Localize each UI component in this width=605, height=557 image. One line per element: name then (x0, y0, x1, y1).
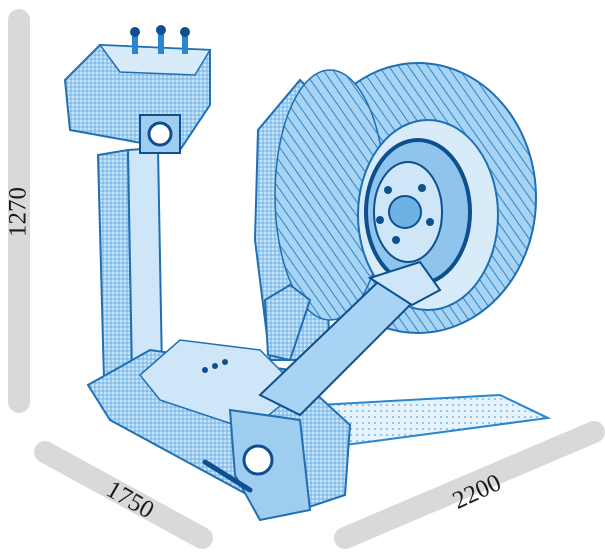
control-console (63, 25, 212, 154)
column (96, 146, 164, 382)
height-dimension-label: 1270 (4, 187, 32, 237)
ramp-plate (316, 393, 552, 447)
truck-tyre-changer-illustration (63, 25, 552, 522)
depth-dimension-bar (34, 441, 213, 549)
tool-arm (258, 260, 442, 417)
width-dimension-bar (334, 421, 605, 549)
